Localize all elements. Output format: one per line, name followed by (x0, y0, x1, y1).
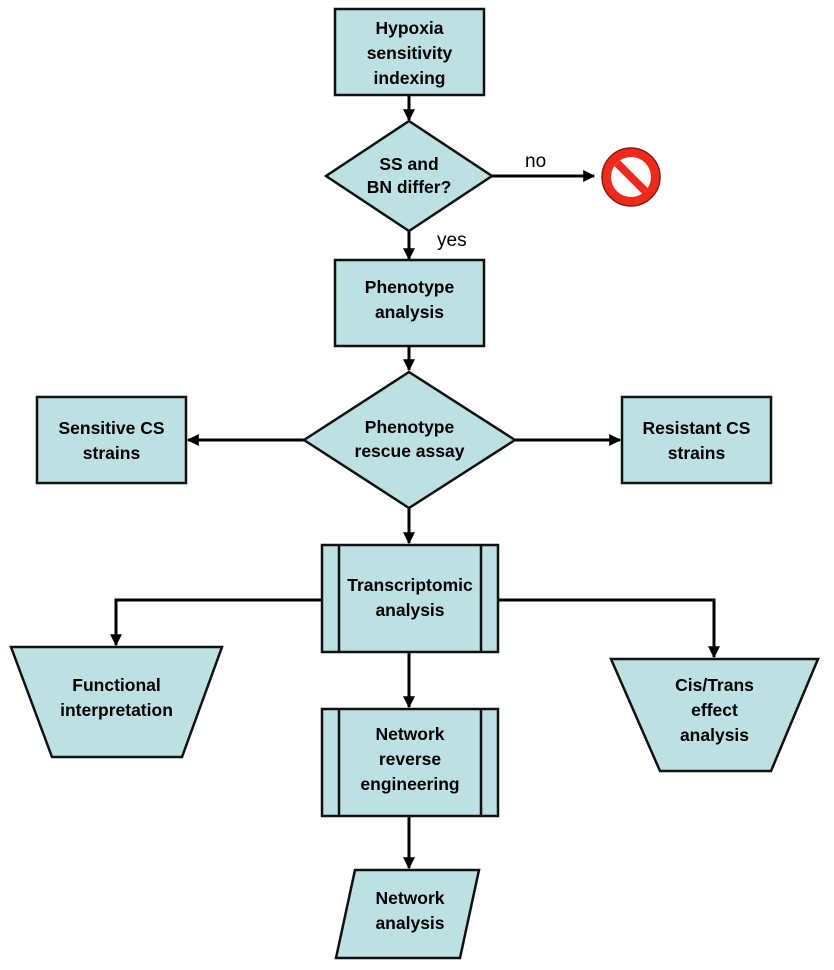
node-label-line: analysis (375, 302, 444, 322)
edge-transcriptomic-to-functional (110, 598, 322, 647)
node-functional-interpretation: Functional interpretation (9, 645, 224, 759)
node-label-line: sensitivity (367, 43, 453, 63)
node-label-line: Sensitive CS (58, 418, 164, 438)
node-phenotype-analysis: Phenotype analysis (333, 258, 486, 348)
process-box (620, 395, 773, 485)
prohibited-icon (601, 147, 661, 207)
process-box (333, 258, 486, 348)
node-label-line: analysis (680, 725, 749, 745)
decision-diamond (323, 119, 495, 233)
node-phenotype-rescue-assay-decision: Phenotype rescue assay (301, 370, 518, 510)
node-label-line: Network (375, 888, 444, 908)
node-label-line: Cis/Trans (675, 675, 754, 695)
node-label-line: effect (691, 700, 738, 720)
node-sensitive-cs-strains: Sensitive CS strains (35, 395, 188, 485)
node-label-line: Hypoxia (375, 18, 443, 38)
node-label-line: Phenotype (365, 277, 455, 297)
decision-diamond (301, 370, 518, 510)
node-label-line: BN differ? (367, 177, 452, 197)
node-label-line: Transcriptomic (347, 575, 473, 595)
node-label-line: Network (375, 724, 444, 744)
node-label-line: engineering (360, 774, 459, 794)
process-box (333, 7, 486, 97)
node-label-line: rescue assay (355, 441, 465, 461)
node-network-reverse-engineering: Network reverse engineering (320, 707, 500, 818)
edge-label-no: no (525, 151, 546, 172)
node-network-analysis: Network analysis (334, 868, 481, 960)
node-label-line: indexing (374, 68, 446, 88)
data-parallelogram (334, 868, 481, 960)
node-ss-bn-differ-decision: SS and BN differ? (323, 119, 495, 233)
node-label-line: strains (83, 443, 141, 463)
node-transcriptomic-analysis: Transcriptomic analysis (320, 543, 500, 654)
node-label-line: Phenotype (365, 417, 455, 437)
node-label-line: Functional (72, 675, 160, 695)
node-label-line: reverse (379, 749, 442, 769)
node-label-line: analysis (375, 600, 444, 620)
node-label-line: Resistant CS (643, 418, 751, 438)
node-cis-trans-effect-analysis: Cis/Trans effect analysis (609, 657, 820, 773)
node-label-line: SS and (379, 154, 438, 174)
predefined-process-box (320, 707, 500, 818)
node-hypoxia-sensitivity-indexing: Hypoxia sensitivity indexing (333, 7, 486, 97)
predefined-process-box (320, 543, 500, 654)
manual-operation-shape (609, 657, 820, 773)
node-label-line: strains (668, 443, 726, 463)
process-box (35, 395, 188, 485)
edge-label-yes: yes (437, 230, 467, 251)
node-resistant-cs-strains: Resistant CS strains (620, 395, 773, 485)
connectors (110, 95, 720, 870)
edge-transcriptomic-to-cistrans (498, 598, 720, 659)
node-label-line: interpretation (60, 700, 173, 720)
manual-operation-shape (9, 645, 224, 759)
node-label-line: analysis (375, 913, 444, 933)
